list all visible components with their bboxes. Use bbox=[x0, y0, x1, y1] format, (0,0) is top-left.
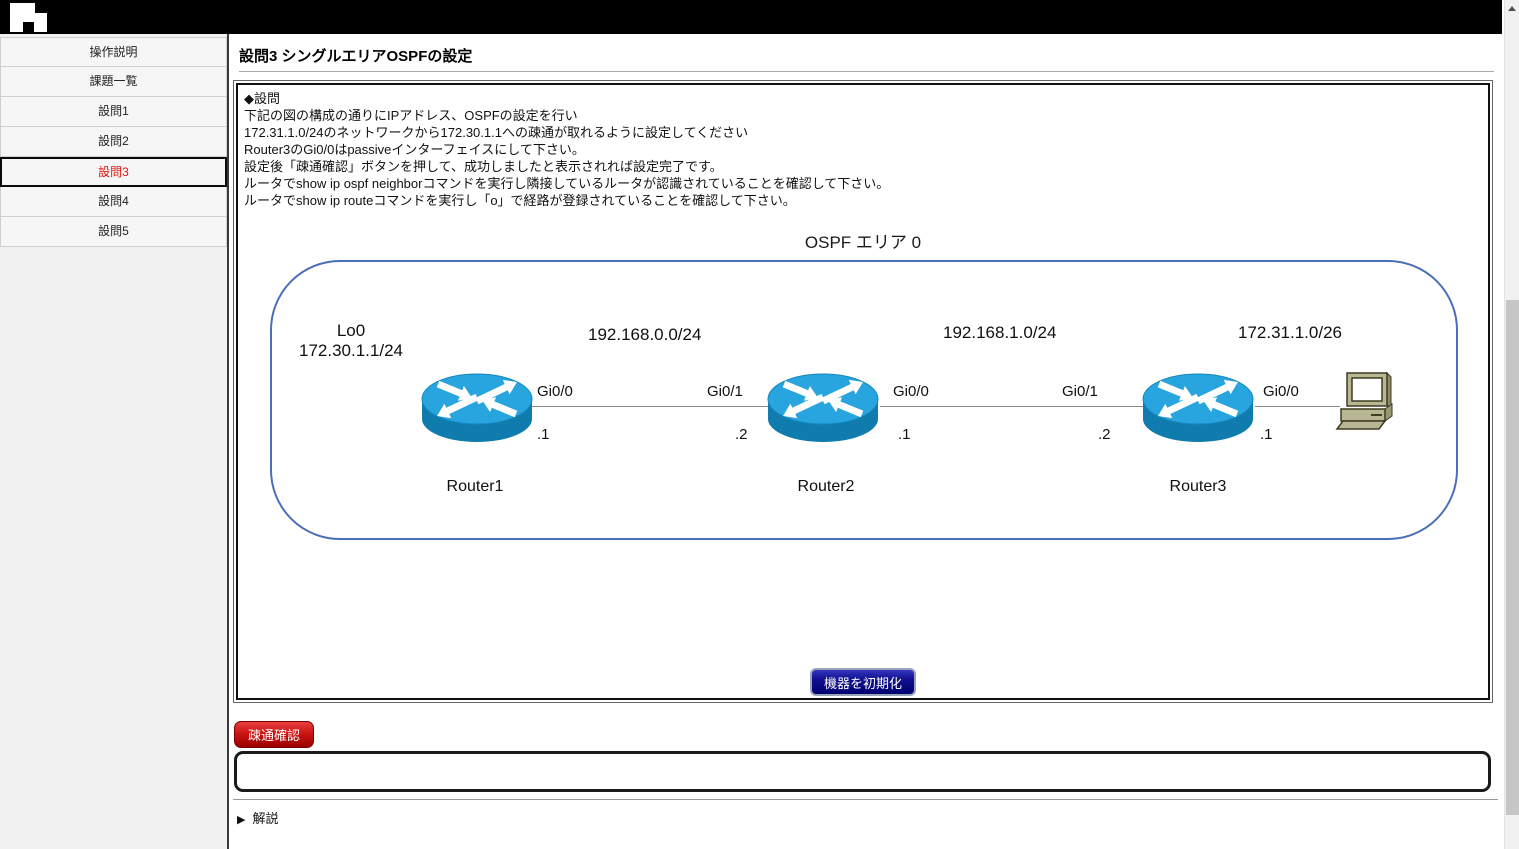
router1-icon[interactable] bbox=[421, 373, 533, 445]
scroll-up-arrow-icon bbox=[1508, 6, 1516, 11]
main-content: 設問3 シングルエリアOSPFの設定 ◆設問 下記の図の構成の通りにIPアドレス… bbox=[231, 34, 1504, 849]
sidebar-item-operation-guide[interactable]: 操作説明 bbox=[0, 37, 227, 67]
question-text: ◆設問 下記の図の構成の通りにIPアドレス、OSPFの設定を行い 172.31.… bbox=[238, 85, 1488, 209]
iface-label-r3-gi01: Gi0/1 bbox=[1062, 383, 1098, 400]
link-router2-router3 bbox=[880, 406, 1143, 407]
network-label-3: 172.31.1.0/26 bbox=[1238, 323, 1342, 342]
instruction-line: 172.31.1.0/24のネットワークから172.30.1.1への疎通が取れる… bbox=[244, 125, 749, 140]
instruction-line: ルータでshow ip routeコマンドを実行し「o」で経路が登録されているこ… bbox=[244, 193, 796, 208]
iface-label-r1-gi00: Gi0/0 bbox=[537, 383, 573, 400]
ospf-area-boundary bbox=[270, 260, 1458, 540]
bottom-divider bbox=[233, 799, 1498, 800]
iface-label-r3-gi00: Gi0/0 bbox=[1263, 383, 1299, 400]
router2-name: Router2 bbox=[797, 478, 855, 495]
ip-label-r2-gi01: .2 bbox=[735, 426, 748, 443]
sidebar-item-question-2[interactable]: 設問2 bbox=[0, 127, 227, 157]
vertical-scrollbar[interactable] bbox=[1504, 0, 1519, 849]
loopback-name: Lo0 bbox=[336, 321, 366, 340]
network-label-1: 192.168.0.0/24 bbox=[588, 325, 702, 344]
sidebar-item-task-list[interactable]: 課題一覧 bbox=[0, 67, 227, 97]
sidebar: 操作説明 課題一覧 設問1 設問2 設問3 設問4 設問5 bbox=[0, 34, 229, 849]
network-label-2: 192.168.1.0/24 bbox=[943, 323, 1057, 342]
router2-icon[interactable] bbox=[767, 373, 879, 445]
router3-name: Router3 bbox=[1169, 478, 1227, 495]
result-output bbox=[234, 751, 1491, 792]
router3-icon[interactable] bbox=[1142, 373, 1254, 445]
instruction-line: Router3のGi0/0はpassiveインターフェイスにして下さい。 bbox=[244, 142, 585, 157]
disclosure-triangle-icon: ▶ bbox=[237, 814, 246, 826]
connectivity-check-button[interactable]: 疎通確認 bbox=[234, 721, 315, 748]
explanation-toggle[interactable]: ▶ 解説 bbox=[237, 808, 278, 827]
site-logo-icon bbox=[10, 3, 47, 32]
loopback-network: 172.30.1.1/24 bbox=[299, 341, 403, 360]
scroll-up-button[interactable] bbox=[1505, 0, 1519, 16]
link-router3-pc bbox=[1255, 406, 1340, 407]
sidebar-item-question-5[interactable]: 設問5 bbox=[0, 217, 227, 247]
loopback-label: Lo0 172.30.1.1/24 bbox=[276, 321, 426, 361]
title-divider bbox=[239, 71, 1494, 72]
ip-label-r3-gi00: .1 bbox=[1260, 426, 1273, 443]
sidebar-item-question-3[interactable]: 設問3 bbox=[0, 157, 227, 187]
instruction-line: ルータでshow ip ospf neighborコマンドを実行し隣接しているル… bbox=[244, 176, 890, 191]
sidebar-item-question-4[interactable]: 設問4 bbox=[0, 187, 227, 217]
sidebar-menu: 操作説明 課題一覧 設問1 設問2 設問3 設問4 設問5 bbox=[0, 34, 227, 247]
iface-label-r2-gi00: Gi0/0 bbox=[893, 383, 929, 400]
explanation-label: 解説 bbox=[252, 811, 279, 826]
instruction-line: 下記の図の構成の通りにIPアドレス、OSPFの設定を行い bbox=[244, 108, 578, 123]
ospf-area-title: OSPF エリア 0 bbox=[804, 233, 922, 252]
ip-label-r1-gi00: .1 bbox=[537, 426, 550, 443]
link-router1-router2 bbox=[530, 406, 768, 407]
sidebar-item-question-1[interactable]: 設問1 bbox=[0, 97, 227, 127]
question-panel: ◆設問 下記の図の構成の通りにIPアドレス、OSPFの設定を行い 172.31.… bbox=[233, 80, 1493, 703]
pc-icon[interactable] bbox=[1335, 371, 1393, 440]
question-header: ◆設問 bbox=[244, 91, 280, 106]
top-bar bbox=[0, 0, 1502, 34]
router1-name: Router1 bbox=[446, 478, 504, 495]
scrollbar-thumb[interactable] bbox=[1506, 300, 1519, 815]
iface-label-r2-gi01: Gi0/1 bbox=[707, 383, 743, 400]
page-title: 設問3 シングルエリアOSPFの設定 bbox=[239, 48, 473, 65]
ip-label-r2-gi00: .1 bbox=[898, 426, 911, 443]
instruction-line: 設定後「疎通確認」ボタンを押して、成功しましたと表示されれば設定完了です。 bbox=[244, 159, 723, 174]
ip-label-r3-gi01: .2 bbox=[1098, 426, 1111, 443]
initialize-devices-button[interactable]: 機器を初期化 bbox=[809, 668, 917, 696]
